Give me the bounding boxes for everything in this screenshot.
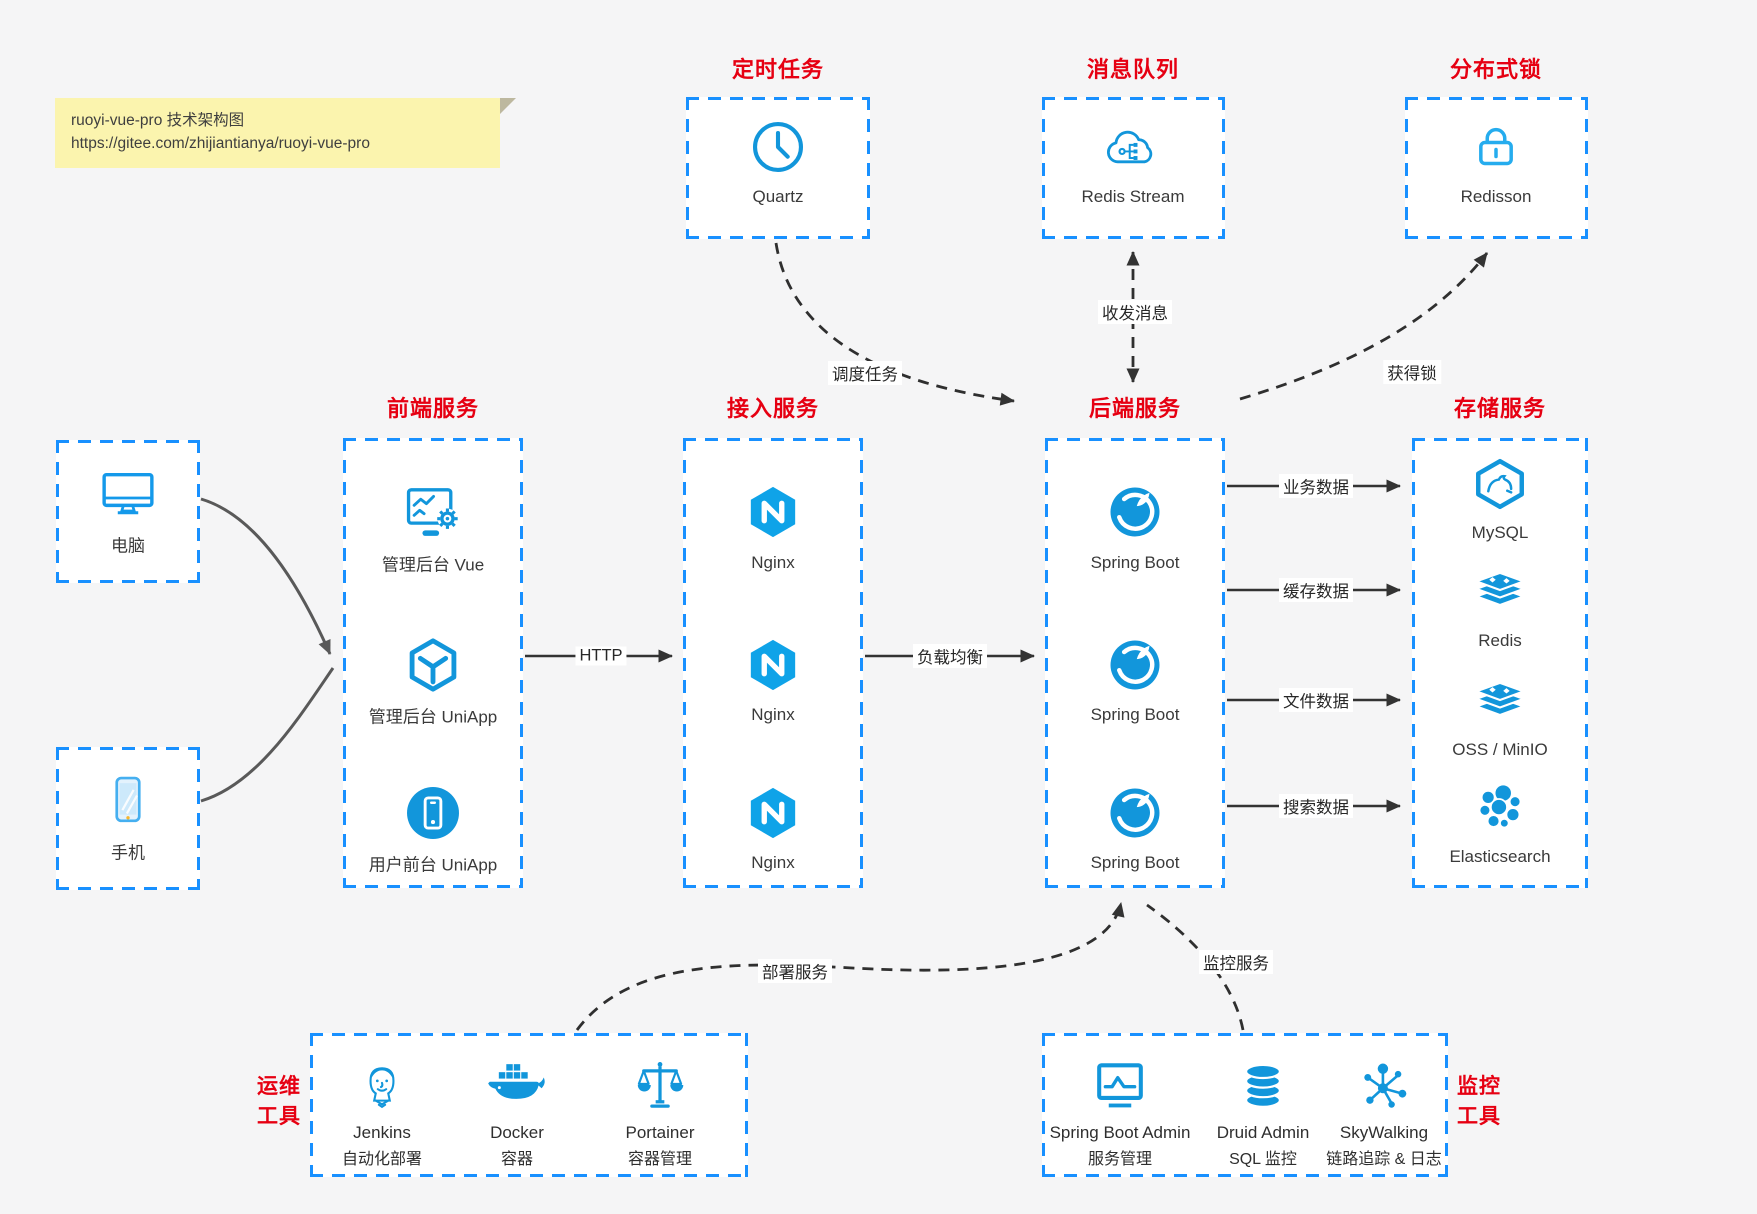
nginx-icon <box>745 785 801 841</box>
database-icon <box>1239 1059 1287 1111</box>
mysql-label: MySQL <box>1471 523 1529 542</box>
druid-admin-desc: SQL 监控 <box>1229 1151 1297 1168</box>
docker-label: Docker <box>490 1123 544 1142</box>
cube-icon <box>404 636 462 694</box>
computer-to-frontend-curve <box>200 497 332 655</box>
message-queue-box <box>1042 97 1225 239</box>
clock-icon <box>749 118 807 176</box>
acquire-lock-curve <box>1239 252 1489 401</box>
jenkins-icon <box>357 1058 407 1112</box>
computer-icon <box>99 469 157 519</box>
cloud-stream-icon <box>1100 122 1166 170</box>
redisson-label: Redisson <box>1460 187 1532 206</box>
nginx-label: Nginx <box>751 553 795 572</box>
file-data-label: 文件数据 <box>1279 688 1353 712</box>
phone-icon <box>103 773 153 827</box>
admin-uniapp-label: 管理后台 UniApp <box>368 707 498 727</box>
business-data-label: 业务数据 <box>1279 474 1353 498</box>
portainer-icon <box>634 1058 686 1112</box>
spring-icon <box>1107 637 1163 693</box>
admin-vue-label: 管理后台 Vue <box>381 555 485 575</box>
spring-boot-label: Spring Boot <box>1090 705 1180 724</box>
sticky-note: ruoyi-vue-pro 技术架构图 https://gitee.com/zh… <box>55 98 516 168</box>
monitor-pulse-icon <box>1093 1059 1147 1111</box>
monitor-service-label: 监控服务 <box>1199 950 1273 974</box>
mysql-icon <box>1471 457 1529 511</box>
message-queue-title: 消息队列 <box>1086 57 1180 82</box>
portainer-desc: 容器管理 <box>627 1151 693 1168</box>
frontend-services-box <box>343 438 523 888</box>
nginx-icon <box>745 637 801 693</box>
elasticsearch-label: Elasticsearch <box>1449 847 1551 866</box>
distributed-lock-title: 分布式锁 <box>1449 57 1543 82</box>
docker-desc: 容器 <box>500 1151 534 1168</box>
skywalking-label: SkyWalking <box>1339 1123 1429 1142</box>
spring-boot-admin-label: Spring Boot Admin <box>1049 1123 1191 1142</box>
cache-data-label: 缓存数据 <box>1279 578 1353 602</box>
http-label: HTTP <box>575 646 627 666</box>
portainer-label: Portainer <box>625 1123 695 1142</box>
phone-to-frontend-curve <box>200 667 335 803</box>
skywalking-icon <box>1358 1058 1410 1112</box>
schedule-task-label: 调度任务 <box>828 361 902 385</box>
lock-icon <box>1468 118 1524 174</box>
nginx-label: Nginx <box>751 705 795 724</box>
user-uniapp-label: 用户前台 UniApp <box>368 855 498 875</box>
load-balance-label: 负载均衡 <box>913 644 987 668</box>
redis-stack-icon <box>1471 567 1529 613</box>
spring-icon <box>1107 484 1163 540</box>
ops-tools-title: 运维 工具 <box>257 1075 301 1128</box>
redis-label: Redis <box>1478 631 1522 650</box>
skywalking-desc: 链路追踪 & 日志 <box>1326 1151 1442 1168</box>
acquire-lock-label: 获得锁 <box>1383 360 1441 384</box>
jenkins-label: Jenkins <box>353 1123 411 1142</box>
frontend-services-title: 前端服务 <box>386 396 480 421</box>
search-data-label: 搜索数据 <box>1279 794 1353 818</box>
message-label: 收发消息 <box>1098 300 1172 324</box>
elasticsearch-icon <box>1472 780 1528 832</box>
spring-boot-label: Spring Boot <box>1090 553 1180 572</box>
vue-admin-icon <box>403 484 463 540</box>
nginx-label: Nginx <box>751 853 795 872</box>
druid-admin-label: Druid Admin <box>1216 1123 1310 1142</box>
note-title: ruoyi-vue-pro 技术架构图 <box>71 112 245 129</box>
computer-label: 电脑 <box>111 536 145 556</box>
nginx-icon <box>745 484 801 540</box>
ops-tools-box <box>310 1033 748 1177</box>
quartz-label: Quartz <box>752 187 804 206</box>
deploy-service-curve <box>575 902 1125 1031</box>
spring-boot-label: Spring Boot <box>1090 853 1180 872</box>
spring-boot-admin-desc: 服务管理 <box>1087 1151 1153 1168</box>
redis-stream-label: Redis Stream <box>1081 187 1185 206</box>
storage-services-title: 存储服务 <box>1453 396 1547 421</box>
oss-minio-label: OSS / MinIO <box>1452 740 1548 759</box>
spring-icon <box>1107 785 1163 841</box>
monitor-tools-title: 监控 工具 <box>1457 1075 1501 1128</box>
phone-circle-icon <box>404 784 462 842</box>
note-url: https://gitee.com/zhijiantianya/ruoyi-vu… <box>71 135 370 152</box>
note-fold-corner <box>500 98 516 114</box>
deploy-service-label: 部署服务 <box>758 959 832 983</box>
jenkins-desc: 自动化部署 <box>341 1151 423 1168</box>
docker-icon <box>486 1060 548 1110</box>
backend-services-title: 后端服务 <box>1088 396 1182 421</box>
phone-label: 手机 <box>111 843 145 863</box>
scheduled-tasks-title: 定时任务 <box>731 57 825 82</box>
gateway-services-title: 接入服务 <box>726 396 820 421</box>
distributed-lock-box <box>1405 97 1588 239</box>
oss-stack-icon <box>1471 677 1529 723</box>
